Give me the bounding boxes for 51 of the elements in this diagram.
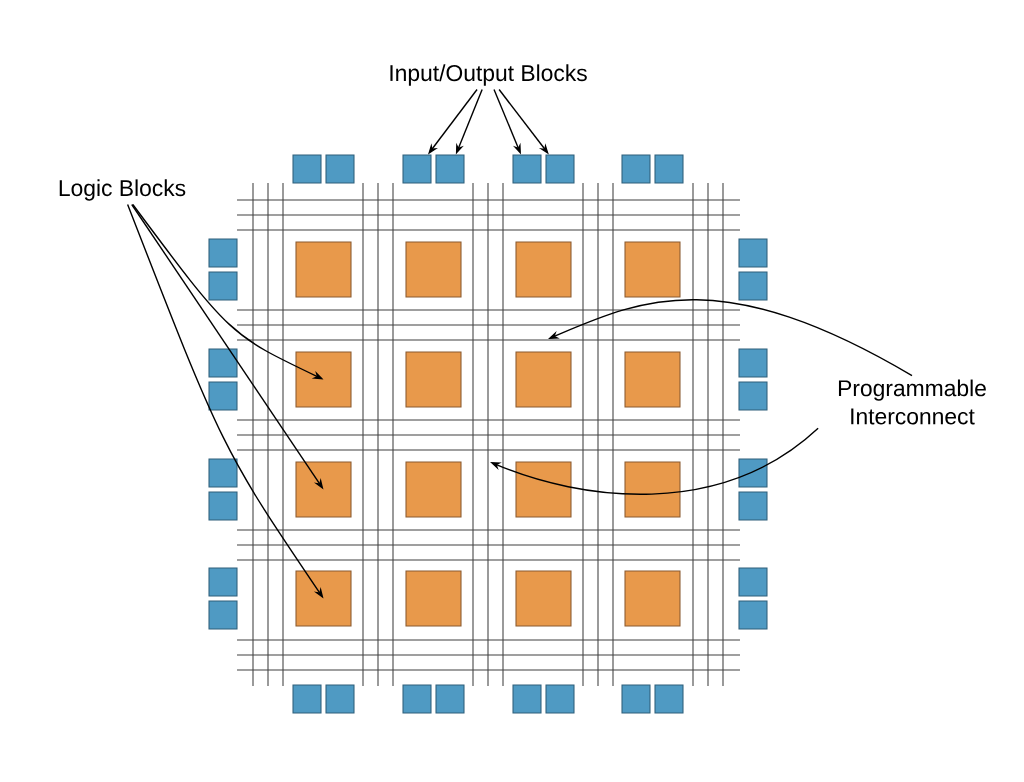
io-block xyxy=(621,684,651,714)
io-block xyxy=(654,154,684,184)
io-block xyxy=(738,348,768,378)
callout-label: Programmable Interconnect xyxy=(838,379,986,425)
io-block xyxy=(435,684,465,714)
io-block xyxy=(208,348,238,378)
logic-block xyxy=(624,241,681,298)
logic-block xyxy=(405,461,462,518)
io-block xyxy=(738,600,768,630)
io-block xyxy=(654,684,684,714)
logic-block xyxy=(295,570,352,627)
io-block xyxy=(545,154,575,184)
logic-block xyxy=(515,351,572,408)
io-block xyxy=(738,381,768,411)
logic-block xyxy=(515,570,572,627)
io-block xyxy=(738,567,768,597)
io-block xyxy=(208,238,238,268)
io-block xyxy=(208,600,238,630)
callout-label: Logic Blocks xyxy=(59,179,186,201)
io-block xyxy=(208,491,238,521)
logic-block xyxy=(295,241,352,298)
io-block xyxy=(325,154,355,184)
io-block xyxy=(402,154,432,184)
logic-block xyxy=(295,351,352,408)
callout-label: Input/Output Blocks xyxy=(390,64,587,86)
logic-block xyxy=(624,570,681,627)
logic-block xyxy=(515,461,572,518)
io-block xyxy=(512,684,542,714)
io-block xyxy=(402,684,432,714)
io-block xyxy=(738,491,768,521)
io-block xyxy=(292,154,322,184)
io-block xyxy=(208,271,238,301)
io-block xyxy=(208,381,238,411)
logic-block xyxy=(624,351,681,408)
io-block xyxy=(738,271,768,301)
io-block xyxy=(208,458,238,488)
io-block xyxy=(435,154,465,184)
io-block xyxy=(292,684,322,714)
logic-block xyxy=(515,241,572,298)
logic-block xyxy=(295,461,352,518)
io-block xyxy=(738,238,768,268)
logic-block xyxy=(405,351,462,408)
io-block xyxy=(545,684,575,714)
io-block xyxy=(325,684,355,714)
logic-block xyxy=(624,461,681,518)
logic-block xyxy=(405,241,462,298)
io-block xyxy=(738,458,768,488)
io-block xyxy=(512,154,542,184)
io-block xyxy=(208,567,238,597)
logic-block xyxy=(405,570,462,627)
io-block xyxy=(621,154,651,184)
